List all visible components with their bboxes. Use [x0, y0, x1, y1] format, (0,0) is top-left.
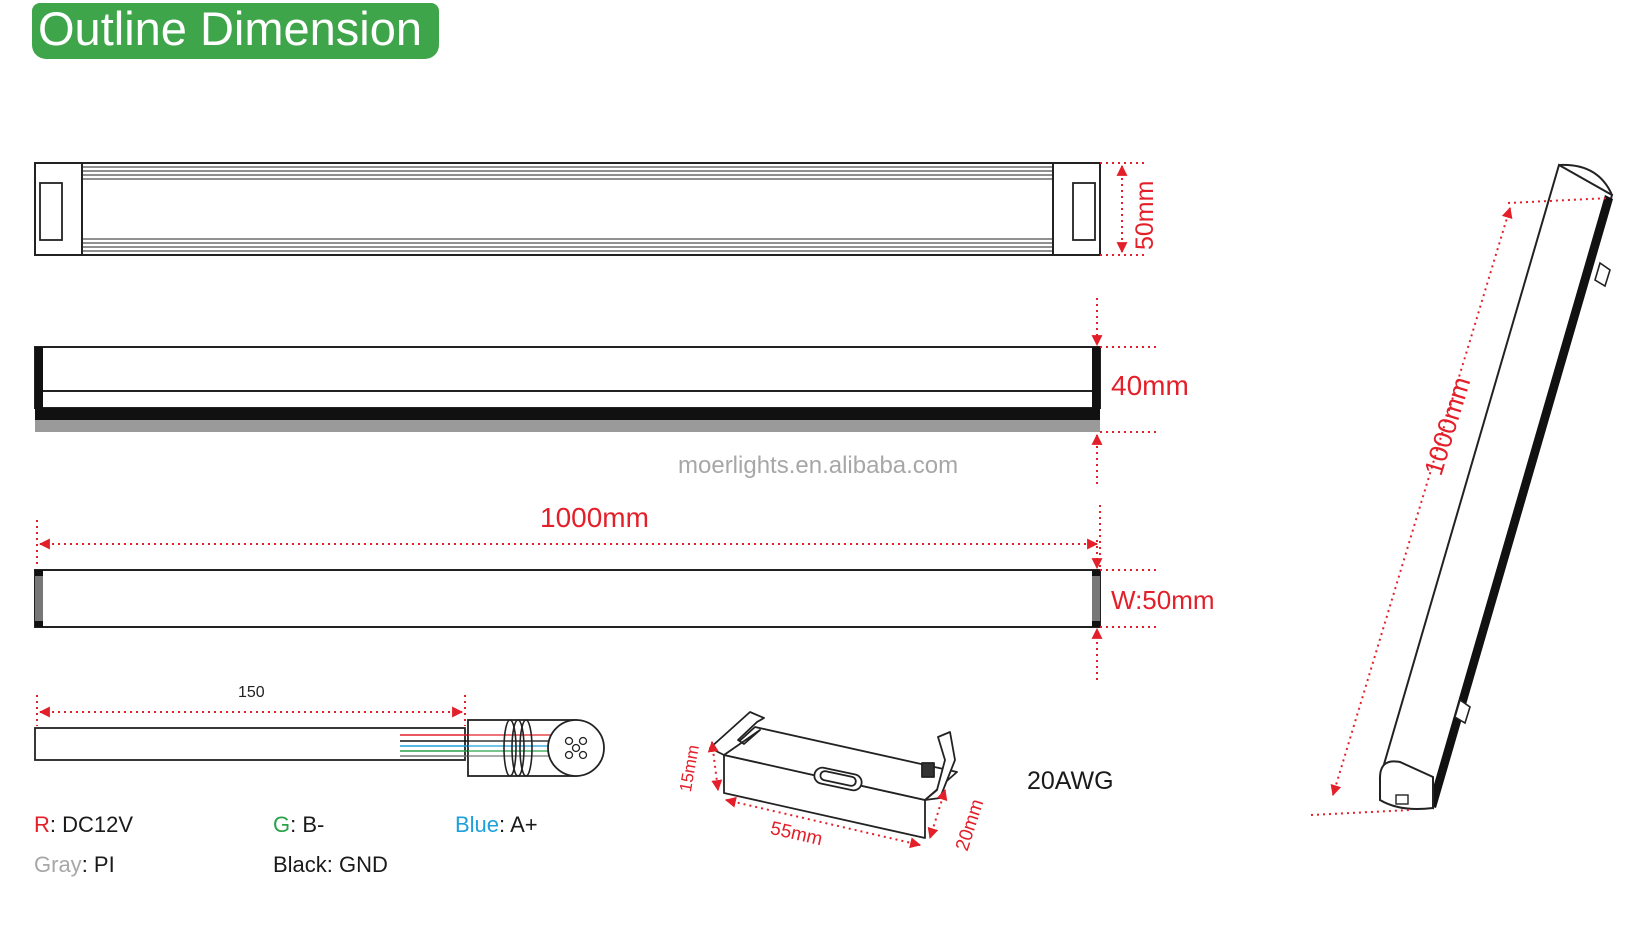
label-wire-gauge: 20AWG [1027, 767, 1114, 795]
legend-green-value: B- [302, 812, 325, 837]
isometric-profile [1378, 163, 1614, 810]
legend-green-key: G [273, 812, 291, 837]
legend-sep: : [81, 852, 94, 877]
legend-black: Black: GND [273, 852, 388, 877]
label-length: 1000mm [540, 502, 649, 533]
legend-green: G: B- [273, 812, 324, 838]
label-cable-length: 150 [238, 684, 265, 701]
top-view-profile [34, 162, 1101, 256]
dimension-iso-length [1310, 197, 1611, 816]
legend-red-value: DC12V [62, 812, 134, 837]
dimension-length [36, 505, 1101, 568]
legend-blue: Blue: A+ [455, 812, 538, 838]
legend-blue-value: A+ [510, 812, 538, 837]
page-title: Outline Dimension [38, 2, 423, 55]
legend-gray-value: PI [93, 852, 115, 877]
dimension-side-height [1091, 298, 1160, 484]
mounting-bracket [709, 711, 958, 839]
watermark-text: moerlights.en.alibaba.com [678, 452, 959, 479]
dimension-top-height [1100, 162, 1145, 256]
dimension-width [1091, 540, 1160, 680]
side-view-profile [34, 346, 1101, 432]
title-badge [32, 3, 439, 59]
legend-gray: Gray: PI [34, 852, 115, 878]
legend-red: R: DC12V [34, 812, 133, 838]
cable-assembly [34, 719, 605, 777]
dimension-cable-length [36, 695, 466, 726]
legend-sep: : [49, 812, 63, 837]
legend-red-key: R [34, 812, 50, 837]
legend-sep: : [290, 812, 303, 837]
legend-sep: : [499, 812, 511, 837]
front-view-profile [34, 569, 1101, 628]
legend-gray-key: Gray [34, 852, 82, 877]
label-width: W:50mm [1111, 585, 1215, 615]
label-side-height: 40mm [1111, 370, 1189, 401]
legend-blue-key: Blue [455, 812, 500, 837]
label-top-height: 50mm [1131, 180, 1159, 250]
dimension-bracket [707, 740, 948, 849]
